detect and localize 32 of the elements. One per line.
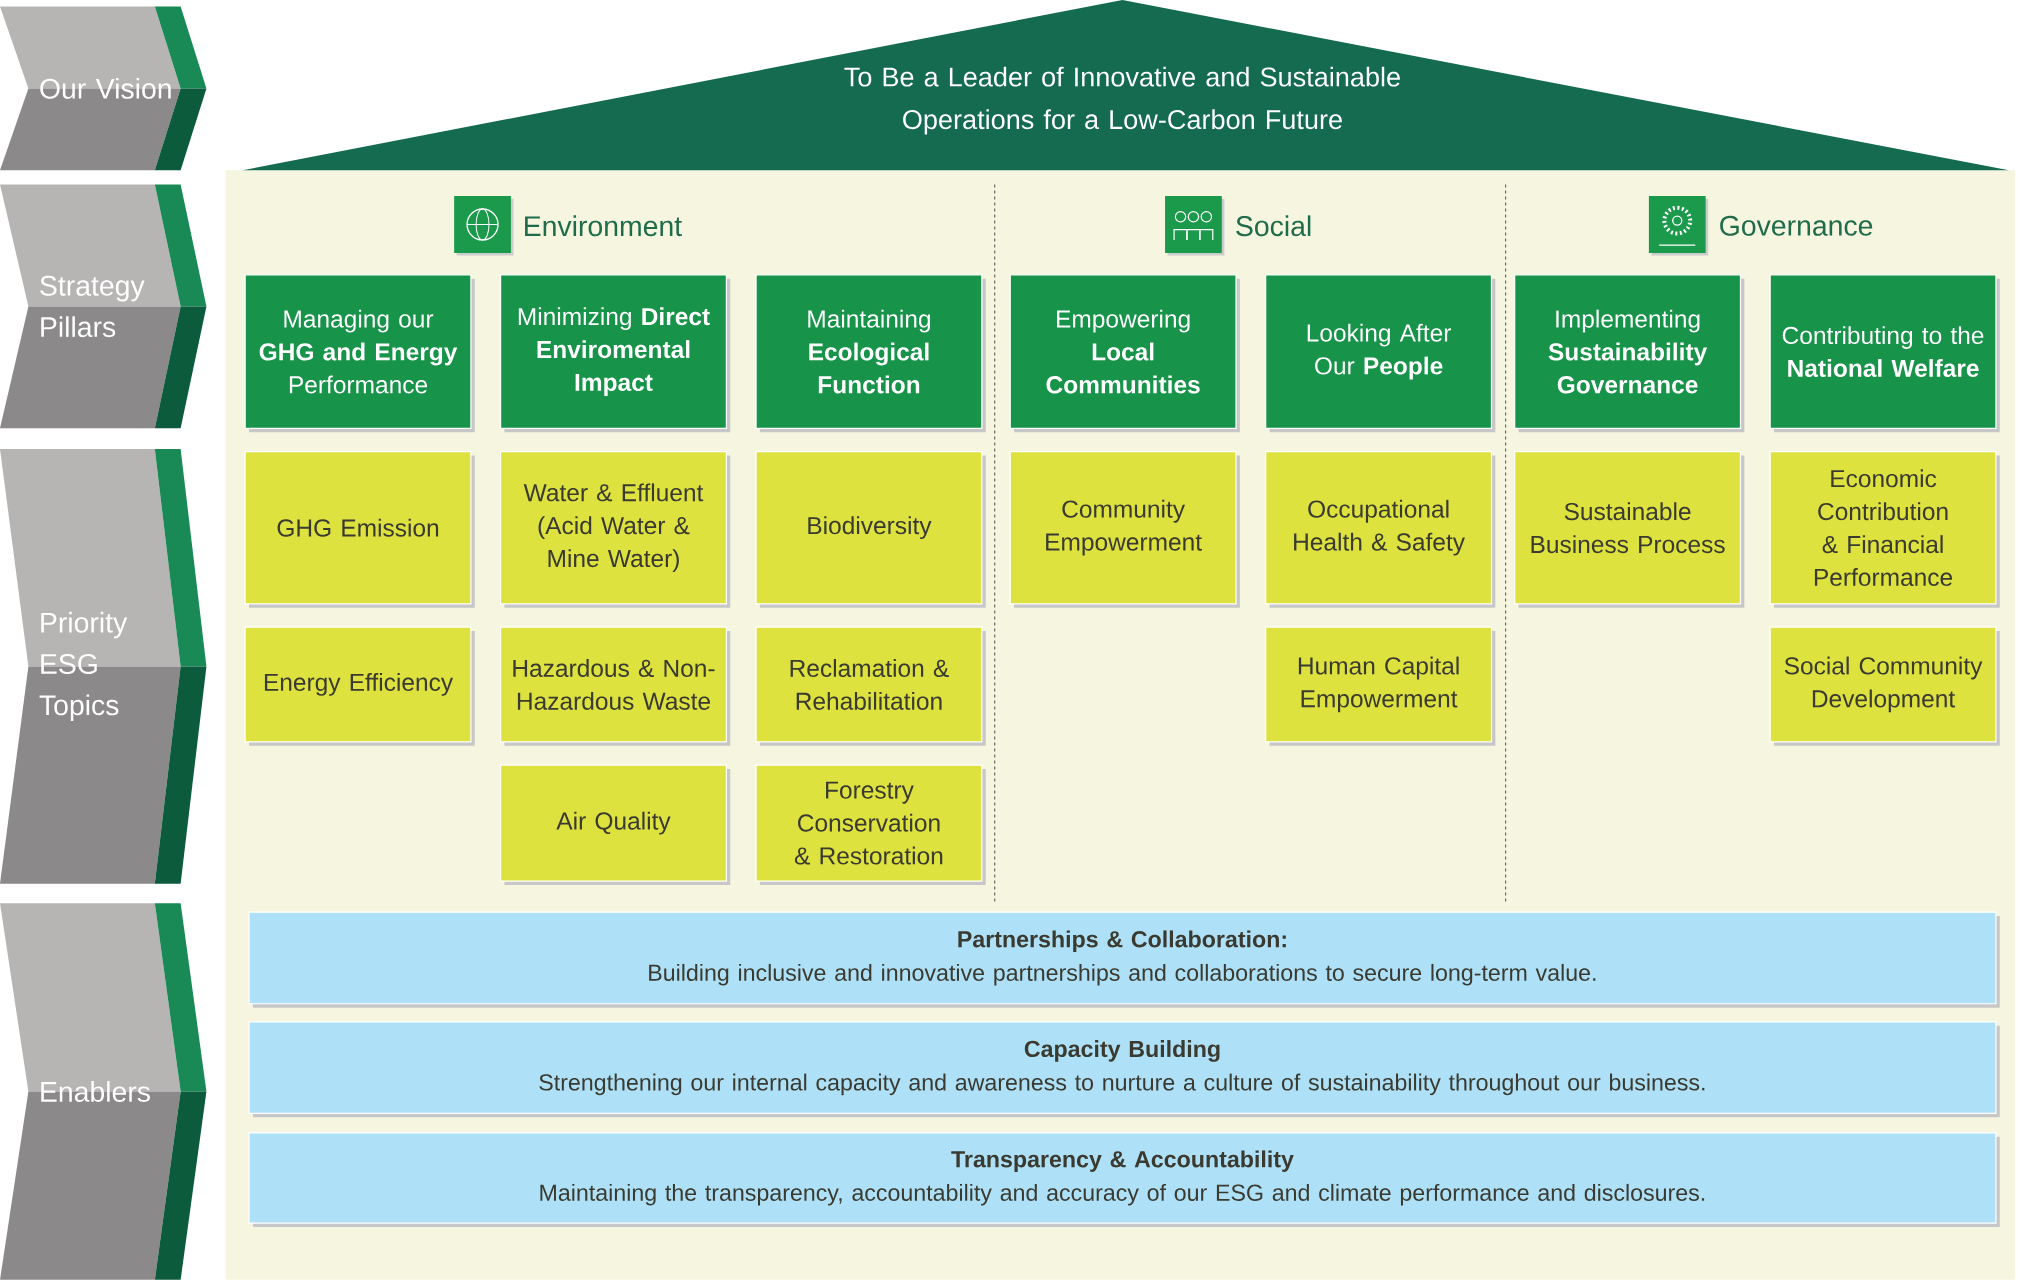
pillar-box: Minimizing Direct Enviromental Impact	[500, 274, 731, 433]
topic-box: Forestry Conservation & Restoration	[755, 764, 986, 886]
topic-box: Reclamation & Rehabilitation	[755, 626, 986, 746]
topic-box: Water & Effluent (Acid Water & Mine Water)	[500, 451, 731, 608]
topic-box: Biodiversity	[755, 451, 986, 608]
chevron-label: Our Vision	[0, 6, 207, 171]
topic-box: Community Empowerment	[1009, 451, 1240, 608]
topic-box: Air Quality	[500, 764, 731, 886]
section-heading: Governance	[1720, 215, 1873, 236]
topic-box: Human Capital Empowerment	[1265, 626, 1496, 746]
topic-box: Sustainable Business Process	[1514, 451, 1745, 608]
topic-box: Social Community Development	[1769, 626, 2000, 746]
topic-box: Hazardous & Non-Hazardous Waste	[500, 626, 731, 746]
pillar-box: Contributing to the National Welfare	[1769, 274, 2000, 433]
topic-box: Economic Contribution & Financial Performance	[1769, 451, 2000, 608]
enabler-box: Transparency & Accountability Maintaining the transparency, accountability and accuracy of our ESG and climate performance and disclosures.	[248, 1132, 2000, 1228]
topic-box: Occupational Health & Safety	[1265, 451, 1496, 608]
pillar-box: Maintaining Ecological Function	[755, 274, 986, 433]
roof-banner: To Be a Leader of Innovative and Sustainable Operations for a Low-Carbon Future	[242, 0, 2009, 171]
chevron-label: Enablers	[0, 903, 207, 1280]
chevron-label: Priority ESG Topics	[0, 449, 207, 884]
pillar-box: Empowering Local Communities	[1009, 274, 1240, 433]
topic-box: GHG Emission	[244, 451, 475, 608]
section-heading: Environment	[525, 215, 682, 237]
pillar-box: Managing our GHG and Energy Performance	[244, 274, 475, 433]
section-heading: Social	[1236, 215, 1311, 237]
pillar-box: Looking After Our People	[1265, 274, 1496, 433]
chevron-label: Strategy Pillars	[0, 184, 207, 429]
enabler-box: Partnerships & Collaboration: Building inclusive and innovative partnerships and collaborations to secure long-term value.	[248, 911, 2000, 1008]
pillar-box: Implementing Sustainability Governance	[1514, 274, 1745, 433]
topic-box: Energy Efficiency	[244, 626, 475, 746]
enabler-box: Capacity Building Strengthening our internal capacity and awareness to nurture a culture of sustainability throughout our business.	[248, 1021, 2000, 1118]
